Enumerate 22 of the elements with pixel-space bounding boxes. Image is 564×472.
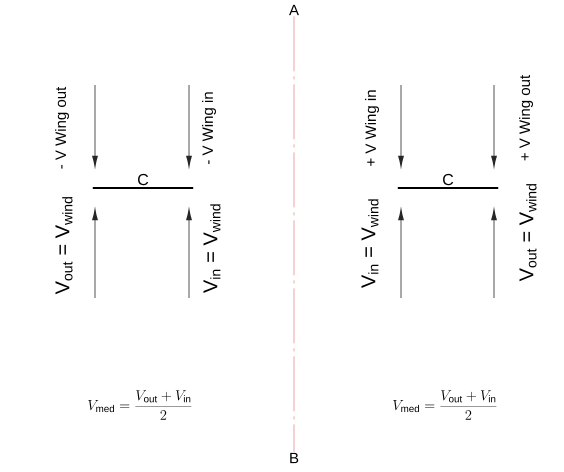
arrow	[491, 84, 497, 168]
chord-line: C	[398, 174, 498, 189]
arrow	[186, 208, 192, 298]
arrow	[92, 208, 98, 298]
arrow	[92, 84, 98, 168]
edge-label: V$_{out}$ = V$_{wind}$	[56, 197, 72, 294]
arrow	[398, 208, 404, 298]
edge-label: + V Wing out	[519, 74, 533, 160]
formula: $V_{\mathrm{med}} = \frac{V_{\mathrm{out}} + V_{\mathrm{in}}}{2}$	[88, 390, 192, 420]
arrow	[491, 208, 497, 298]
edge-label: V$_{out}$ = V$_{wind}$	[520, 184, 537, 282]
point-label: B	[290, 452, 298, 464]
arrow	[186, 84, 192, 168]
edge-label: + V Wing in	[365, 90, 379, 166]
chord-line: C	[92, 174, 194, 189]
formula: $V_{\mathrm{med}} = \frac{V_{\mathrm{out}} + V_{\mathrm{in}}}{2}$	[393, 390, 496, 420]
edge-label: V$_{in}$ = V$_{wind}$	[362, 199, 379, 288]
edge-label: V$_{in}$ = V$_{wind}$	[204, 204, 220, 293]
point-label: A	[289, 4, 299, 16]
edge-label: - V Wing out	[55, 86, 69, 169]
edge-label: - V Wing in	[202, 92, 216, 164]
arrow	[398, 84, 404, 168]
